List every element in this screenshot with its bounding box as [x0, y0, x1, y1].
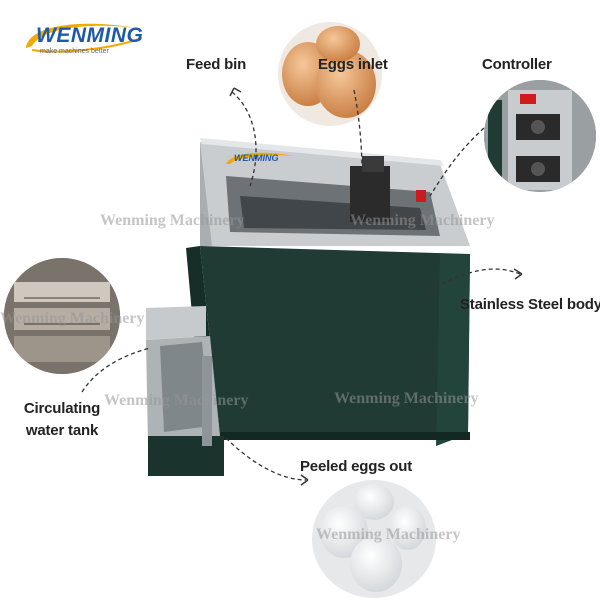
watermark: Wenming Machinery: [350, 212, 495, 229]
watermark: Wenming Machinery: [104, 392, 249, 409]
brown-eggs-icon: [282, 26, 376, 118]
controller-label: Controller: [482, 56, 552, 73]
water-tank-arrow: [81, 347, 151, 393]
circulating-tank-line1: Circulating: [23, 400, 101, 417]
feed-bin-arrow: [231, 91, 257, 187]
tank-interior-icon: [4, 258, 120, 374]
peeled-eggs-photo: [312, 480, 436, 598]
controller-photo: [484, 80, 596, 192]
watermark: Wenming Machinery: [334, 390, 479, 407]
watermark: Wenming Machinery: [0, 310, 145, 327]
eggs-inlet-photo: [278, 22, 382, 126]
peeled-out-arrow: [225, 437, 307, 481]
peeled-eggs-icon: [320, 484, 426, 592]
stainless-arrowhead-icon: [513, 268, 523, 280]
eggs-inlet-arrow: [353, 89, 363, 173]
brand-name: WENMING: [36, 24, 144, 47]
eggs-inlet-label: Eggs inlet: [318, 56, 388, 73]
controller-arrow: [429, 127, 485, 197]
peeled-eggs-label: Peeled eggs out: [300, 458, 413, 475]
watermark: Wenming Machinery: [100, 212, 245, 229]
feed-bin-arrowhead-icon: [229, 87, 242, 97]
peeled-arrowhead-icon: [300, 474, 309, 486]
logo-swoosh-icon: [26, 23, 143, 53]
control-panel-icon: [484, 80, 596, 192]
brand-tagline: make machines better: [40, 48, 109, 55]
plate-swoosh-icon: [226, 152, 294, 164]
circulating-tank-label: Circulating water tank: [14, 398, 110, 442]
circulating-tank-line2: water tank: [25, 422, 99, 439]
water-tank-photo: [4, 258, 120, 374]
watermark: Wenming Machinery: [316, 526, 461, 543]
egg-peeling-machine: [146, 138, 470, 476]
stainless-arrow: [411, 268, 521, 301]
feed-bin-label: Feed bin: [186, 56, 247, 73]
stainless-body-label: Stainless Steel body: [460, 296, 600, 313]
